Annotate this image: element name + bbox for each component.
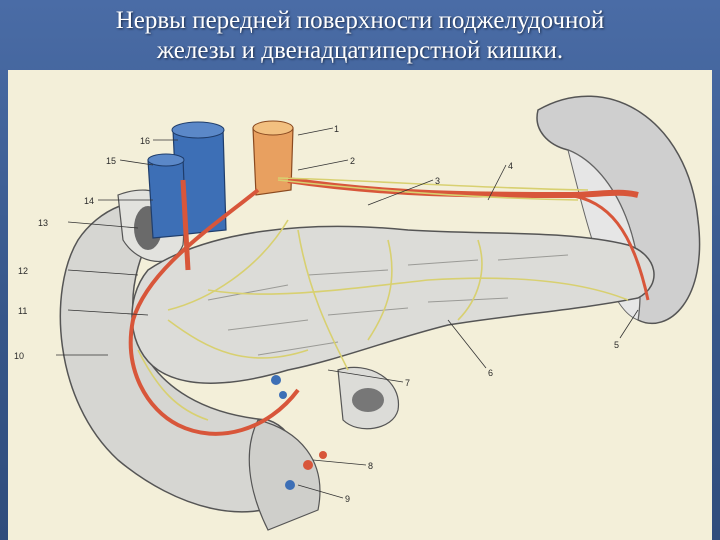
label-lines bbox=[56, 127, 639, 499]
label-13: 13 bbox=[38, 218, 48, 228]
anatomy-svg: 1 2 3 4 5 6 7 8 9 10 11 12 13 14 15 16 bbox=[14, 95, 701, 531]
title-line-1: Нервы передней поверхности поджелудочной bbox=[115, 7, 605, 34]
label-15: 15 bbox=[106, 156, 116, 166]
label-10: 10 bbox=[14, 351, 24, 361]
label-11: 11 bbox=[18, 306, 27, 316]
pancreas bbox=[131, 225, 655, 384]
blood-vessels bbox=[128, 120, 650, 490]
label-2: 2 bbox=[350, 156, 355, 166]
label-14: 14 bbox=[84, 196, 94, 206]
label-4: 4 bbox=[508, 161, 513, 171]
label-9: 9 bbox=[345, 494, 350, 504]
label-16: 16 bbox=[140, 136, 150, 146]
anatomy-illustration: 1 2 3 4 5 6 7 8 9 10 11 12 13 14 15 16 bbox=[8, 70, 712, 540]
label-1: 1 bbox=[334, 124, 339, 134]
nerves bbox=[137, 177, 629, 421]
label-7: 7 bbox=[405, 378, 410, 388]
label-6: 6 bbox=[488, 368, 493, 378]
label-3: 3 bbox=[435, 176, 440, 186]
label-8: 8 bbox=[368, 461, 373, 471]
figure-labels: 1 2 3 4 5 6 7 8 9 10 11 12 13 14 15 16 bbox=[14, 124, 619, 504]
label-12: 12 bbox=[18, 266, 28, 276]
title-line-2: железы и двенадцатиперстной кишки. bbox=[156, 37, 564, 64]
label-5: 5 bbox=[614, 340, 619, 350]
slide-title: Нервы передней поверхности поджелудочной… bbox=[0, 6, 720, 66]
